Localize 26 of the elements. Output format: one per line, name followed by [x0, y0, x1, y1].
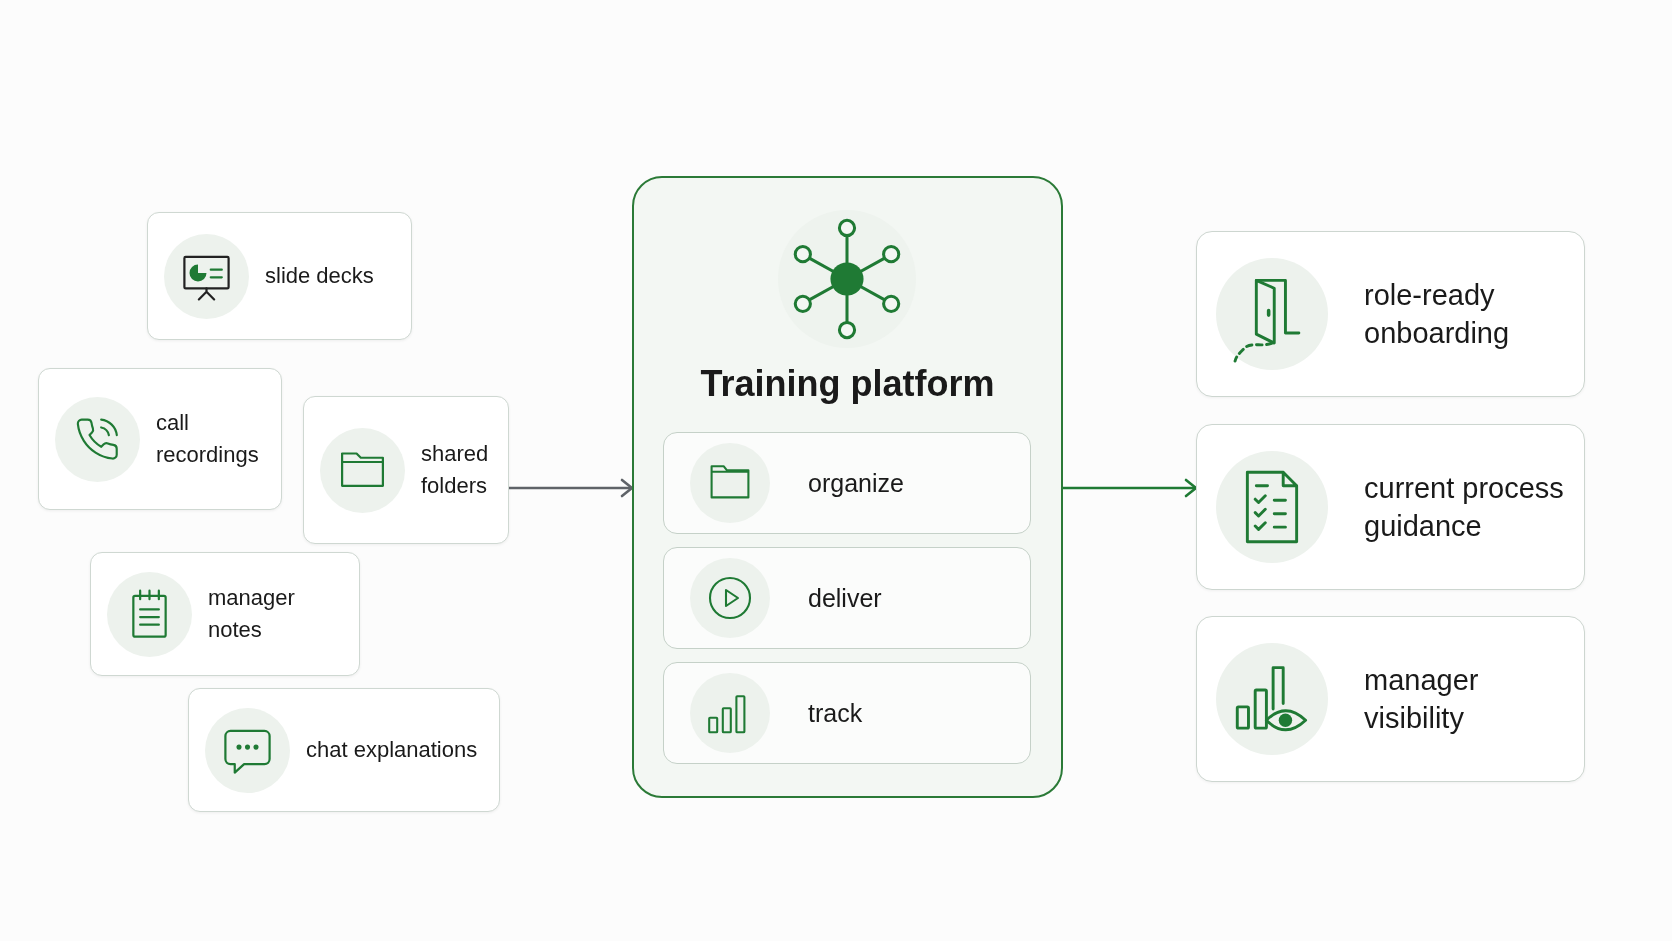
source-card	[38, 368, 282, 510]
card-label: manager notes	[208, 584, 296, 644]
step-card	[663, 432, 1031, 534]
step-label: track	[808, 698, 863, 729]
source-card	[147, 212, 412, 340]
source-card	[303, 396, 509, 544]
arrow	[507, 478, 634, 498]
panel-title: Training platform	[700, 362, 995, 406]
outcome-card	[1196, 424, 1585, 590]
card-label: slide decks	[265, 262, 374, 290]
step-card	[663, 547, 1031, 649]
outcome-card	[1196, 231, 1585, 397]
card-label: shared folders	[421, 440, 490, 500]
outcome-label: manager visibility	[1364, 663, 1480, 736]
arrow	[1061, 478, 1198, 498]
platform-panel	[632, 176, 1063, 798]
card-label: call recordings	[156, 409, 260, 469]
step-label: organize	[808, 468, 904, 499]
outcome-label: current process guidance	[1364, 471, 1565, 544]
card-label: chat explanations	[306, 736, 478, 764]
source-card	[188, 688, 500, 812]
outcome-card	[1196, 616, 1585, 782]
step-label: deliver	[808, 583, 882, 614]
outcome-label: role-ready onboarding	[1364, 278, 1511, 351]
source-card	[90, 552, 360, 676]
step-card	[663, 662, 1031, 764]
